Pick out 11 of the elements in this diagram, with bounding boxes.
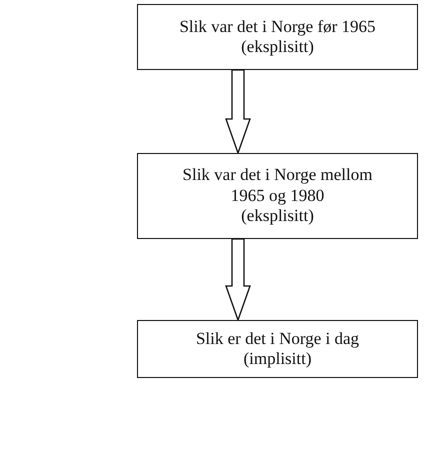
box-text: Slik var det i Norge mellom 1965 og 1980 <box>182 165 374 206</box>
hollow-arrow <box>225 238 251 322</box>
box-text: (eksplisitt) <box>241 206 314 227</box>
hollow-arrow <box>225 69 251 155</box>
text-box <box>137 4 418 70</box>
box-text: Slik er det i Norge i dag <box>196 328 360 349</box>
box-text: (implisitt) <box>244 349 312 370</box>
text-box <box>137 153 418 239</box>
box-text: Slik var det i Norge før 1965 <box>179 16 376 37</box>
box-text: (eksplisitt) <box>241 37 314 58</box>
text-box <box>137 320 418 378</box>
